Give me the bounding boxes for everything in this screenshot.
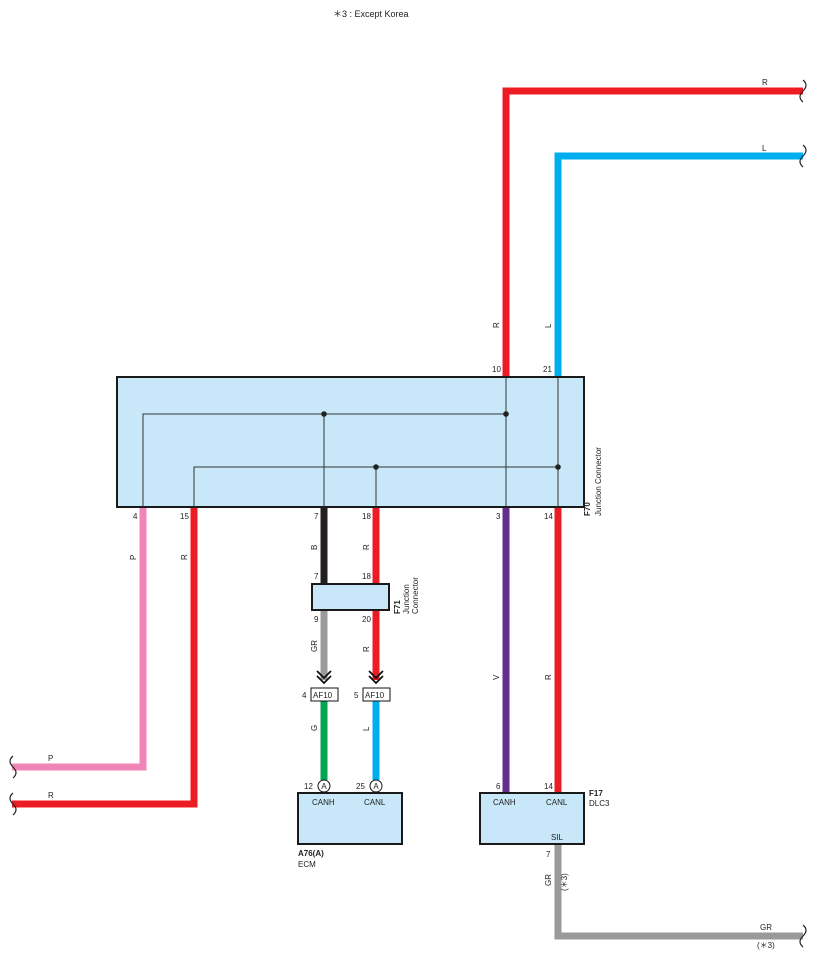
wire-r-left bbox=[12, 507, 198, 808]
label-left-r-horiz: R bbox=[48, 791, 54, 800]
ecm-name: ECM bbox=[298, 860, 316, 869]
wire-p-left bbox=[12, 507, 147, 771]
break-mark-bottom-gr bbox=[799, 924, 807, 948]
af10-label-left: AF10 bbox=[313, 691, 333, 700]
f71-pin-20: 20 bbox=[362, 615, 371, 624]
dlc3-pin-6: 6 bbox=[496, 782, 501, 791]
f70-pin-3: 3 bbox=[496, 512, 501, 521]
f70-pin-14: 14 bbox=[544, 512, 553, 521]
ecm-box bbox=[297, 792, 403, 845]
dlc3-name: DLC3 bbox=[589, 799, 610, 808]
label-top-l: L bbox=[762, 144, 767, 153]
ecm-pin-marker-25 bbox=[369, 779, 383, 793]
break-mark-top-r bbox=[799, 79, 807, 103]
dlc3-terminal-canh: CANH bbox=[493, 798, 516, 807]
dlc3-terminal-sil: SIL bbox=[551, 833, 564, 842]
dlc3-box bbox=[479, 792, 585, 845]
dlc3-pin-14: 14 bbox=[544, 782, 553, 791]
f70-pin-7: 7 bbox=[314, 512, 319, 521]
f70-pin-15: 15 bbox=[180, 512, 189, 521]
note-except-korea: ＊3 : Except Korea bbox=[333, 9, 409, 19]
af10-box-left bbox=[310, 687, 339, 702]
ecm-terminal-canh: CANH bbox=[312, 798, 335, 807]
break-mark-left-p bbox=[9, 755, 17, 779]
f71-name-line2: Connector bbox=[411, 577, 420, 614]
af10-box-right bbox=[362, 687, 391, 702]
ecm-pin-marker-12 bbox=[317, 779, 331, 793]
label-gr-lower: GR bbox=[310, 640, 319, 652]
label-top-r: R bbox=[762, 78, 768, 87]
label-r-lower: R bbox=[362, 646, 371, 652]
ecm-marker-text-12: A bbox=[321, 782, 327, 791]
label-r-upper: R bbox=[362, 544, 371, 550]
label-gr-sil: GR bbox=[544, 874, 553, 886]
wire-r-top bbox=[502, 87, 803, 377]
f70-pin-18: 18 bbox=[362, 512, 371, 521]
ecm-marker-text-25: A bbox=[373, 782, 379, 791]
wire-l-top bbox=[554, 152, 803, 377]
f71-code: F71 bbox=[393, 600, 402, 614]
label-vert-l: L bbox=[544, 323, 553, 328]
f71-pin-7: 7 bbox=[314, 572, 319, 581]
f70-internal-bus bbox=[142, 377, 559, 507]
dlc3-code: F17 bbox=[589, 789, 603, 798]
f71-pin-9: 9 bbox=[314, 615, 319, 624]
label-gr-bottom: GR bbox=[760, 923, 772, 932]
break-mark-left-r bbox=[9, 792, 17, 816]
ecm-terminal-canl: CANL bbox=[364, 798, 386, 807]
ecm-pin-12: 12 bbox=[304, 782, 313, 791]
label-left-p-vert: P bbox=[129, 555, 138, 560]
ecm-code: A76(A) bbox=[298, 849, 324, 858]
af10-label-right: AF10 bbox=[365, 691, 385, 700]
dlc3-pin-7: 7 bbox=[546, 850, 551, 859]
label-except-mark-v: (＊3) bbox=[560, 873, 569, 891]
f71-pin-18: 18 bbox=[362, 572, 371, 581]
f70-code: F70 bbox=[583, 502, 592, 516]
label-except-mark-h: (＊3) bbox=[757, 941, 775, 950]
label-l-ecm: L bbox=[362, 726, 371, 731]
af10-chevron-icon bbox=[316, 670, 384, 685]
label-r-dlc: R bbox=[544, 674, 553, 680]
break-mark-top-l bbox=[799, 144, 807, 168]
label-left-r-vert: R bbox=[180, 554, 189, 560]
f70-name: Junction Connector bbox=[594, 447, 603, 516]
f71-name-line1: Junction bbox=[402, 584, 411, 614]
label-b: B bbox=[310, 545, 319, 550]
wire-gr-sil bbox=[554, 844, 803, 940]
f70-splice-dots bbox=[321, 411, 561, 470]
label-left-p-horiz: P bbox=[48, 754, 53, 763]
f70-pin-4: 4 bbox=[133, 512, 138, 521]
label-v: V bbox=[492, 674, 501, 680]
ecm-pin-25: 25 bbox=[356, 782, 365, 791]
af10-pin-4: 4 bbox=[302, 691, 307, 700]
label-g: G bbox=[310, 725, 319, 731]
dlc3-terminal-canl: CANL bbox=[546, 798, 568, 807]
f70-junction-box bbox=[116, 376, 585, 508]
f71-junction-box bbox=[311, 583, 390, 611]
f70-pin-10: 10 bbox=[492, 365, 501, 374]
f70-pin-21: 21 bbox=[543, 365, 552, 374]
af10-pin-5: 5 bbox=[354, 691, 359, 700]
label-vert-r: R bbox=[492, 322, 501, 328]
